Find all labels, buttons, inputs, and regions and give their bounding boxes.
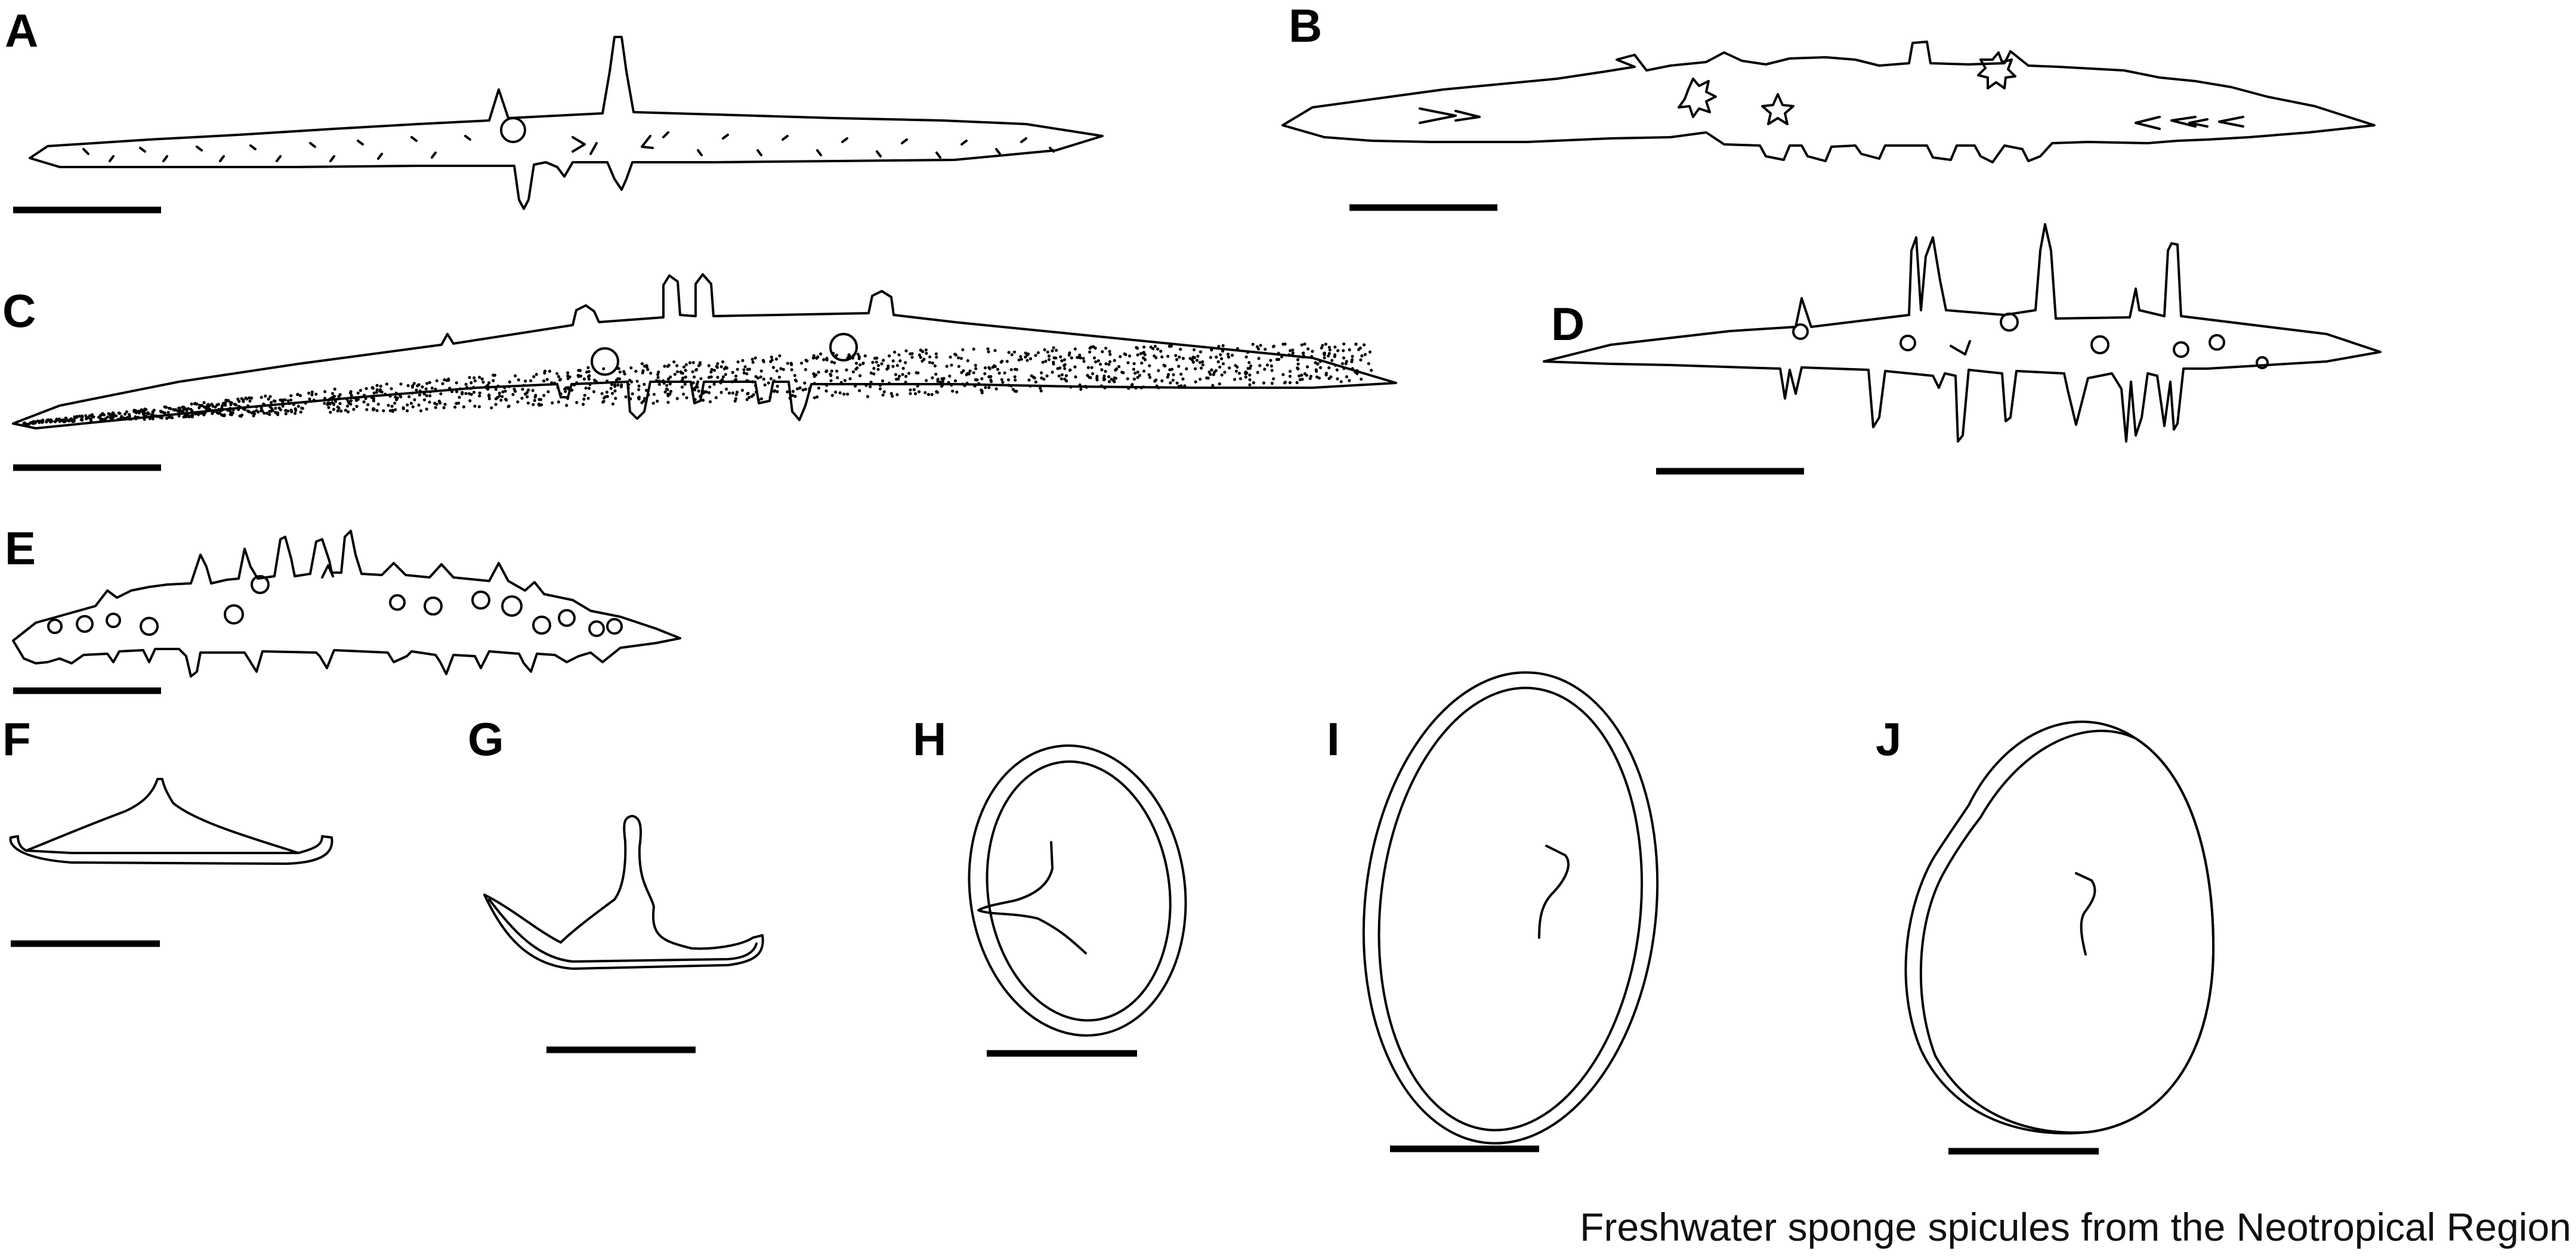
panel-label-b: B [1289,0,1322,52]
gemmoscleres-i [1362,671,1659,1145]
spicule-e-tubercles [47,564,623,637]
panel-label-e: E [5,522,36,574]
figure-caption: Freshwater sponge spicules from the Neot… [1580,1205,2571,1249]
panel-label-d: D [1551,298,1584,350]
panel-b: B [1281,0,2376,211]
spicule-c-tubercle-1 [591,347,619,376]
panel-a: A [5,4,1104,214]
spicule-c-tubercle-2 [829,333,858,361]
panel-label-f: F [2,713,31,765]
panel-label-i: I [1327,713,1340,765]
spicule-c-stipple [22,342,1373,426]
spicule-a-microspines [82,131,1055,162]
panel-e: E [5,522,681,694]
spicule-j-trace [2075,872,2096,956]
spicule-d-outline [1543,223,2382,443]
panel-label-h: H [913,713,946,765]
panel-c: C [2,273,1397,471]
panel-g: G [468,713,764,1053]
spicule-f-outline [9,778,333,865]
panel-label-j: J [1876,713,1901,765]
spicule-i-trace [1538,845,1570,939]
panel-label-c: C [2,285,36,337]
spicule-a-tubercle [500,117,526,143]
spicule-j-inner [1919,730,2215,1134]
spicule-j-outer [1904,721,2215,1135]
spicule-b-stars [1678,51,2016,125]
spicule-h-trace [977,841,1087,954]
panel-f: F [2,713,333,947]
gemmoscleres-h [968,744,1187,1037]
panel-label-g: G [468,713,504,765]
panel-d: D [1543,223,2382,475]
spicule-b-outline [1281,41,2376,163]
panel-i: I [1327,671,1659,1152]
panel-label-a: A [5,4,38,57]
spicule-c-outline [12,273,1397,429]
spicule-d-tubercles [1792,313,2269,369]
spicule-e-outline [12,530,681,678]
panel-j: J [1876,713,2215,1155]
spicule-a-outline [29,36,1104,210]
spicule-g-base [488,898,758,963]
spicule-b-microspines [1419,107,2244,130]
spicule-f-shaft [25,849,299,854]
panel-h: H [913,713,1187,1057]
spicule-g-outline [483,815,764,970]
